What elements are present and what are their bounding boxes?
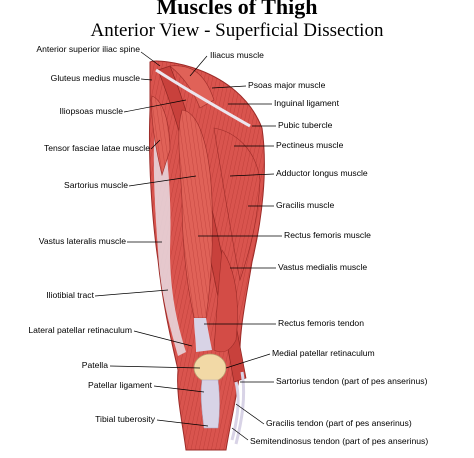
label-rectus-femoris: Rectus femoris muscle [284,230,371,240]
label-gracilis-tendon: Gracilis tendon (part of pes anserinus) [266,418,412,428]
label-asis: Anterior superior iliac spine [36,44,140,54]
label-pectineus: Pectineus muscle [276,140,344,150]
label-vastus-medialis: Vastus medialis muscle [278,262,368,272]
pes-anserinus-shape [230,371,246,445]
label-rf-tendon: Rectus femoris tendon [278,318,364,328]
diagram-subtitle: Anterior View - Superficial Dissection [90,20,384,41]
patellar-ligament-shape [200,379,220,429]
label-inguinal: Inguinal ligament [274,98,339,108]
label-lat-retinaculum: Lateral patellar retinaculum [28,325,132,335]
label-iliopsoas: Iliopsoas muscle [59,106,123,116]
rf-tendon-shape [194,318,212,352]
label-patellar-ligament: Patellar ligament [87,380,152,390]
label-iliotibial: Iliotibial tract [46,290,94,300]
label-pubic-tubercle: Pubic tubercle [278,120,333,130]
label-sartorius-tendon: Sartorius tendon (part of pes anserinus) [276,376,428,386]
label-adductor-longus: Adductor longus muscle [276,168,368,178]
tfl-shape [151,95,171,177]
label-med-retinaculum: Medial patellar retinaculum [272,348,375,358]
label-gluteus-medius: Gluteus medius muscle [50,73,140,83]
leader-lines-left [94,51,209,427]
label-iliacus: Iliacus muscle [210,50,264,60]
adductor-shape [213,127,261,282]
label-gracilis: Gracilis muscle [276,200,335,210]
label-semitendinosus-tendon: Semitendinosus tendon (part of pes anser… [250,436,429,446]
leader-lines-right [189,55,282,441]
inguinal-ligament-shape [155,68,251,128]
label-patella: Patella [81,360,108,370]
label-tfl: Tensor fasciae latae muscle [43,143,150,153]
label-tibial-tuberosity: Tibial tuberosity [95,414,155,424]
vastus-medialis-shape [213,249,238,353]
label-sartorius: Sartorius muscle [64,180,128,190]
label-vastus-lateralis: Vastus lateralis muscle [38,236,126,246]
label-psoas: Psoas major muscle [248,80,326,90]
diagram-title: Muscles of Thigh [156,0,318,19]
